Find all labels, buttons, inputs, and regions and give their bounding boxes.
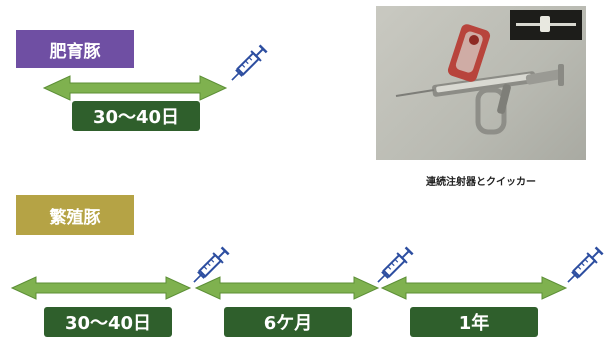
fattening-label: 肥育豚 xyxy=(16,30,134,68)
syringe-icon xyxy=(225,42,270,87)
syringe-icon xyxy=(561,244,606,289)
breeding-label-text: 繁殖豚 xyxy=(49,207,101,228)
period-box-breeding-1: 30〜40日 xyxy=(44,307,172,337)
period-text: 30〜40日 xyxy=(64,313,152,334)
period-box-breeding-2: 6ケ月 xyxy=(224,307,352,337)
double-arrow-breeding-3 xyxy=(380,276,568,300)
double-arrow-breeding-1 xyxy=(10,276,192,300)
photo-caption: 連続注射器とクイッカー xyxy=(426,177,536,188)
syringe-icon xyxy=(187,244,232,289)
period-box-breeding-3: 1年 xyxy=(410,307,538,337)
continuous-syringe-photo xyxy=(376,6,586,160)
breeding-label: 繁殖豚 xyxy=(16,195,134,235)
syringe-icon xyxy=(371,244,416,289)
period-text: 6ケ月 xyxy=(263,313,313,334)
syringe-device-illustration xyxy=(395,10,582,135)
fattening-label-text: 肥育豚 xyxy=(49,41,101,62)
double-arrow-fattening xyxy=(42,75,228,101)
period-text: 30〜40日 xyxy=(92,107,180,128)
double-arrow-breeding-2 xyxy=(194,276,380,300)
period-text: 1年 xyxy=(458,313,490,334)
period-box-fattening: 30〜40日 xyxy=(72,101,200,131)
